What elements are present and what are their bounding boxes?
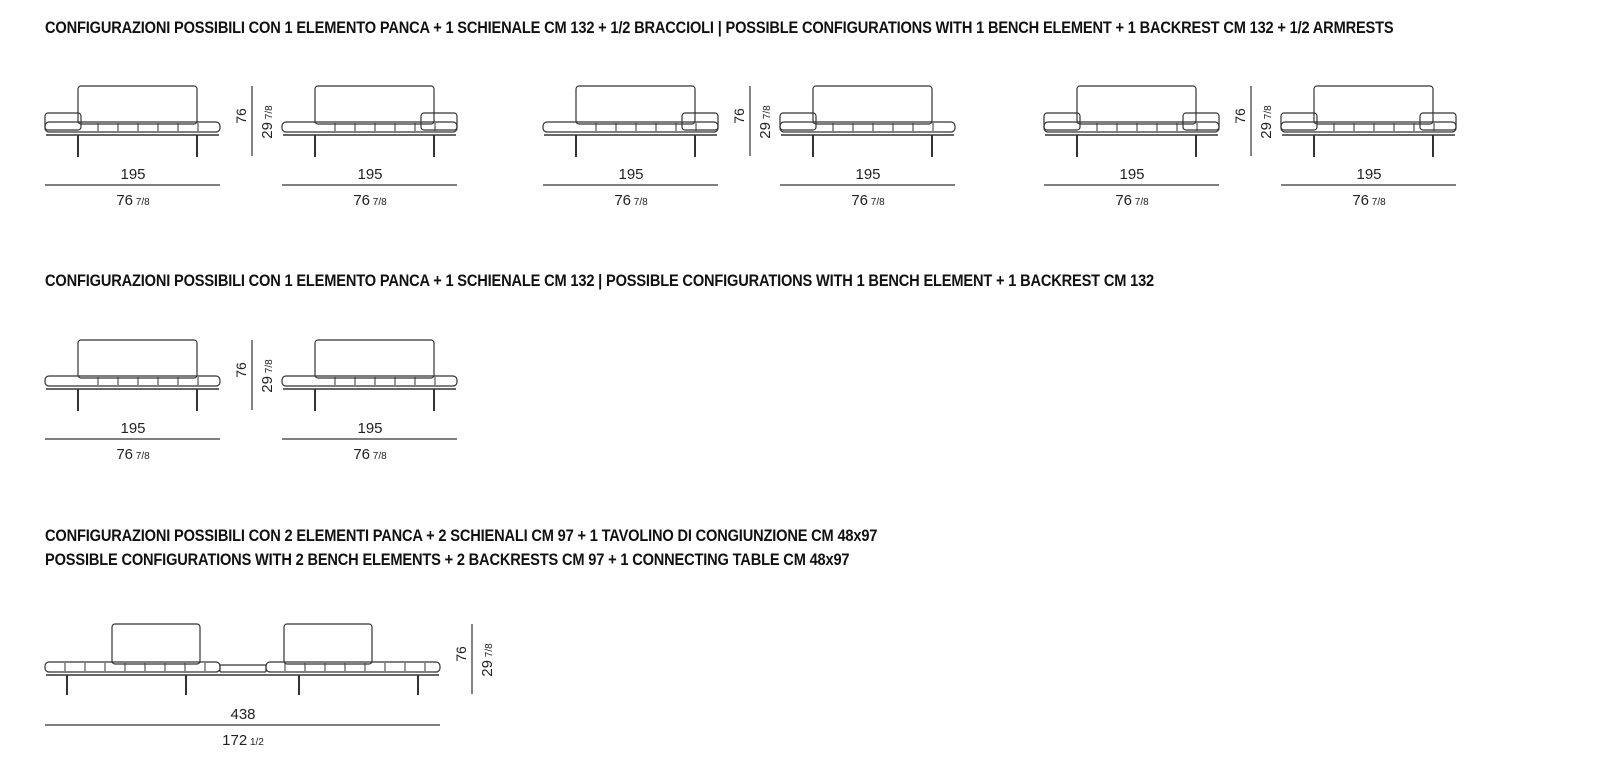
- section-1-group-3: 195 76 7/8 195 76 7/8 76 29 7/8: [1043, 85, 1457, 209]
- height-dimensions: 76 29 7/8: [731, 86, 774, 156]
- height-cm: 76: [233, 362, 249, 378]
- connecting-table: [219, 664, 267, 673]
- seat-slab: [44, 375, 221, 387]
- bench-left-arms: [779, 85, 956, 157]
- width-in: 76 7/8: [851, 192, 885, 209]
- width-in: 76 7/8: [614, 192, 648, 209]
- height-dimensions: 76 29 7/8: [233, 340, 276, 410]
- backrest-left: [111, 623, 201, 665]
- width-cm: 195: [120, 166, 145, 183]
- bench-none-arms: [44, 339, 221, 411]
- backrest: [1313, 85, 1434, 125]
- height-cm: 76: [731, 108, 747, 124]
- width-in: 76 7/8: [116, 446, 150, 463]
- width-dimensions: 195 76 7/8: [45, 420, 220, 463]
- backrest: [1076, 85, 1197, 125]
- width-dimensions: 195 76 7/8: [780, 166, 955, 209]
- width-in: 76 7/8: [353, 446, 387, 463]
- backrest: [77, 85, 198, 125]
- backrest: [77, 339, 198, 379]
- height-in: 29 7/8: [1258, 105, 1275, 139]
- height-dimensions: 76 29 7/8: [453, 624, 496, 694]
- width-cm: 195: [855, 166, 880, 183]
- width-in: 76 7/8: [116, 192, 150, 209]
- height-cm: 76: [233, 108, 249, 124]
- section-3-title-it: CONFIGURAZIONI POSSIBILI CON 2 ELEMENTI …: [45, 526, 878, 545]
- bench-left-arms: [44, 85, 221, 157]
- height-in: 29 7/8: [259, 359, 276, 393]
- width-in: 76 7/8: [353, 192, 387, 209]
- backrest: [812, 85, 933, 125]
- armrest-left: [44, 112, 82, 131]
- section-2-group-1: 195 76 7/8 195 76 7/8 76 29 7/8: [44, 339, 458, 463]
- width-in: 76 7/8: [1115, 192, 1149, 209]
- bench-both-arms: [1280, 85, 1457, 157]
- bench-none-arms: [281, 339, 458, 411]
- section-2-title: CONFIGURAZIONI POSSIBILI CON 1 ELEMENTO …: [45, 271, 1154, 290]
- section-1-group-1: 195 76 7/8 195 76 7/8 76 29 7/8: [44, 85, 458, 209]
- armrest-left: [1280, 112, 1318, 131]
- backrest: [575, 85, 696, 125]
- backrest: [314, 339, 435, 379]
- armrest-left: [779, 112, 817, 131]
- width-dimensions: 195 76 7/8: [1044, 166, 1219, 209]
- armrest-right: [420, 112, 458, 131]
- bench-right-arms: [542, 85, 719, 157]
- height-in: 29 7/8: [479, 643, 496, 677]
- section-3-title-en: POSSIBLE CONFIGURATIONS WITH 2 BENCH ELE…: [45, 550, 850, 569]
- armrest-left: [1043, 112, 1081, 131]
- section-1-group-2: 195 76 7/8 195 76 7/8 76 29 7/8: [542, 85, 956, 209]
- width-dimensions: 195 76 7/8: [1281, 166, 1456, 209]
- armrest-right: [681, 112, 719, 131]
- width-cm: 195: [357, 166, 382, 183]
- width-cm: 195: [618, 166, 643, 183]
- width-cm: 195: [1119, 166, 1144, 183]
- seat-slab-right: [265, 661, 441, 673]
- width-cm: 195: [357, 420, 382, 437]
- seat-slab: [281, 375, 458, 387]
- bench-right-arms: [281, 85, 458, 157]
- width-cm: 195: [1356, 166, 1381, 183]
- width-dimensions: 195 76 7/8: [282, 166, 457, 209]
- section-1-title: CONFIGURAZIONI POSSIBILI CON 1 ELEMENTO …: [45, 18, 1394, 37]
- height-in: 29 7/8: [757, 105, 774, 139]
- width-dimensions: 195 76 7/8: [543, 166, 718, 209]
- backrest: [314, 85, 435, 125]
- backrest-right: [283, 623, 373, 665]
- width-dimensions: 195 76 7/8: [45, 166, 220, 209]
- bench-both-arms: [1043, 85, 1220, 157]
- width-in: 172 1/2: [222, 732, 264, 749]
- width-in: 76 7/8: [1352, 192, 1386, 209]
- width-cm: 195: [120, 420, 145, 437]
- height-dimensions: 76 29 7/8: [1232, 86, 1275, 156]
- height-cm: 76: [453, 646, 469, 662]
- height-dimensions: 76 29 7/8: [233, 86, 276, 156]
- width-cm: 438: [230, 706, 255, 723]
- height-in: 29 7/8: [259, 105, 276, 139]
- armrest-right: [1182, 112, 1220, 131]
- width-dimensions: 195 76 7/8: [282, 420, 457, 463]
- height-cm: 76: [1232, 108, 1248, 124]
- section-3-configuration: 438 172 1/2 76 29 7/8: [44, 623, 496, 749]
- armrest-right: [1419, 112, 1457, 131]
